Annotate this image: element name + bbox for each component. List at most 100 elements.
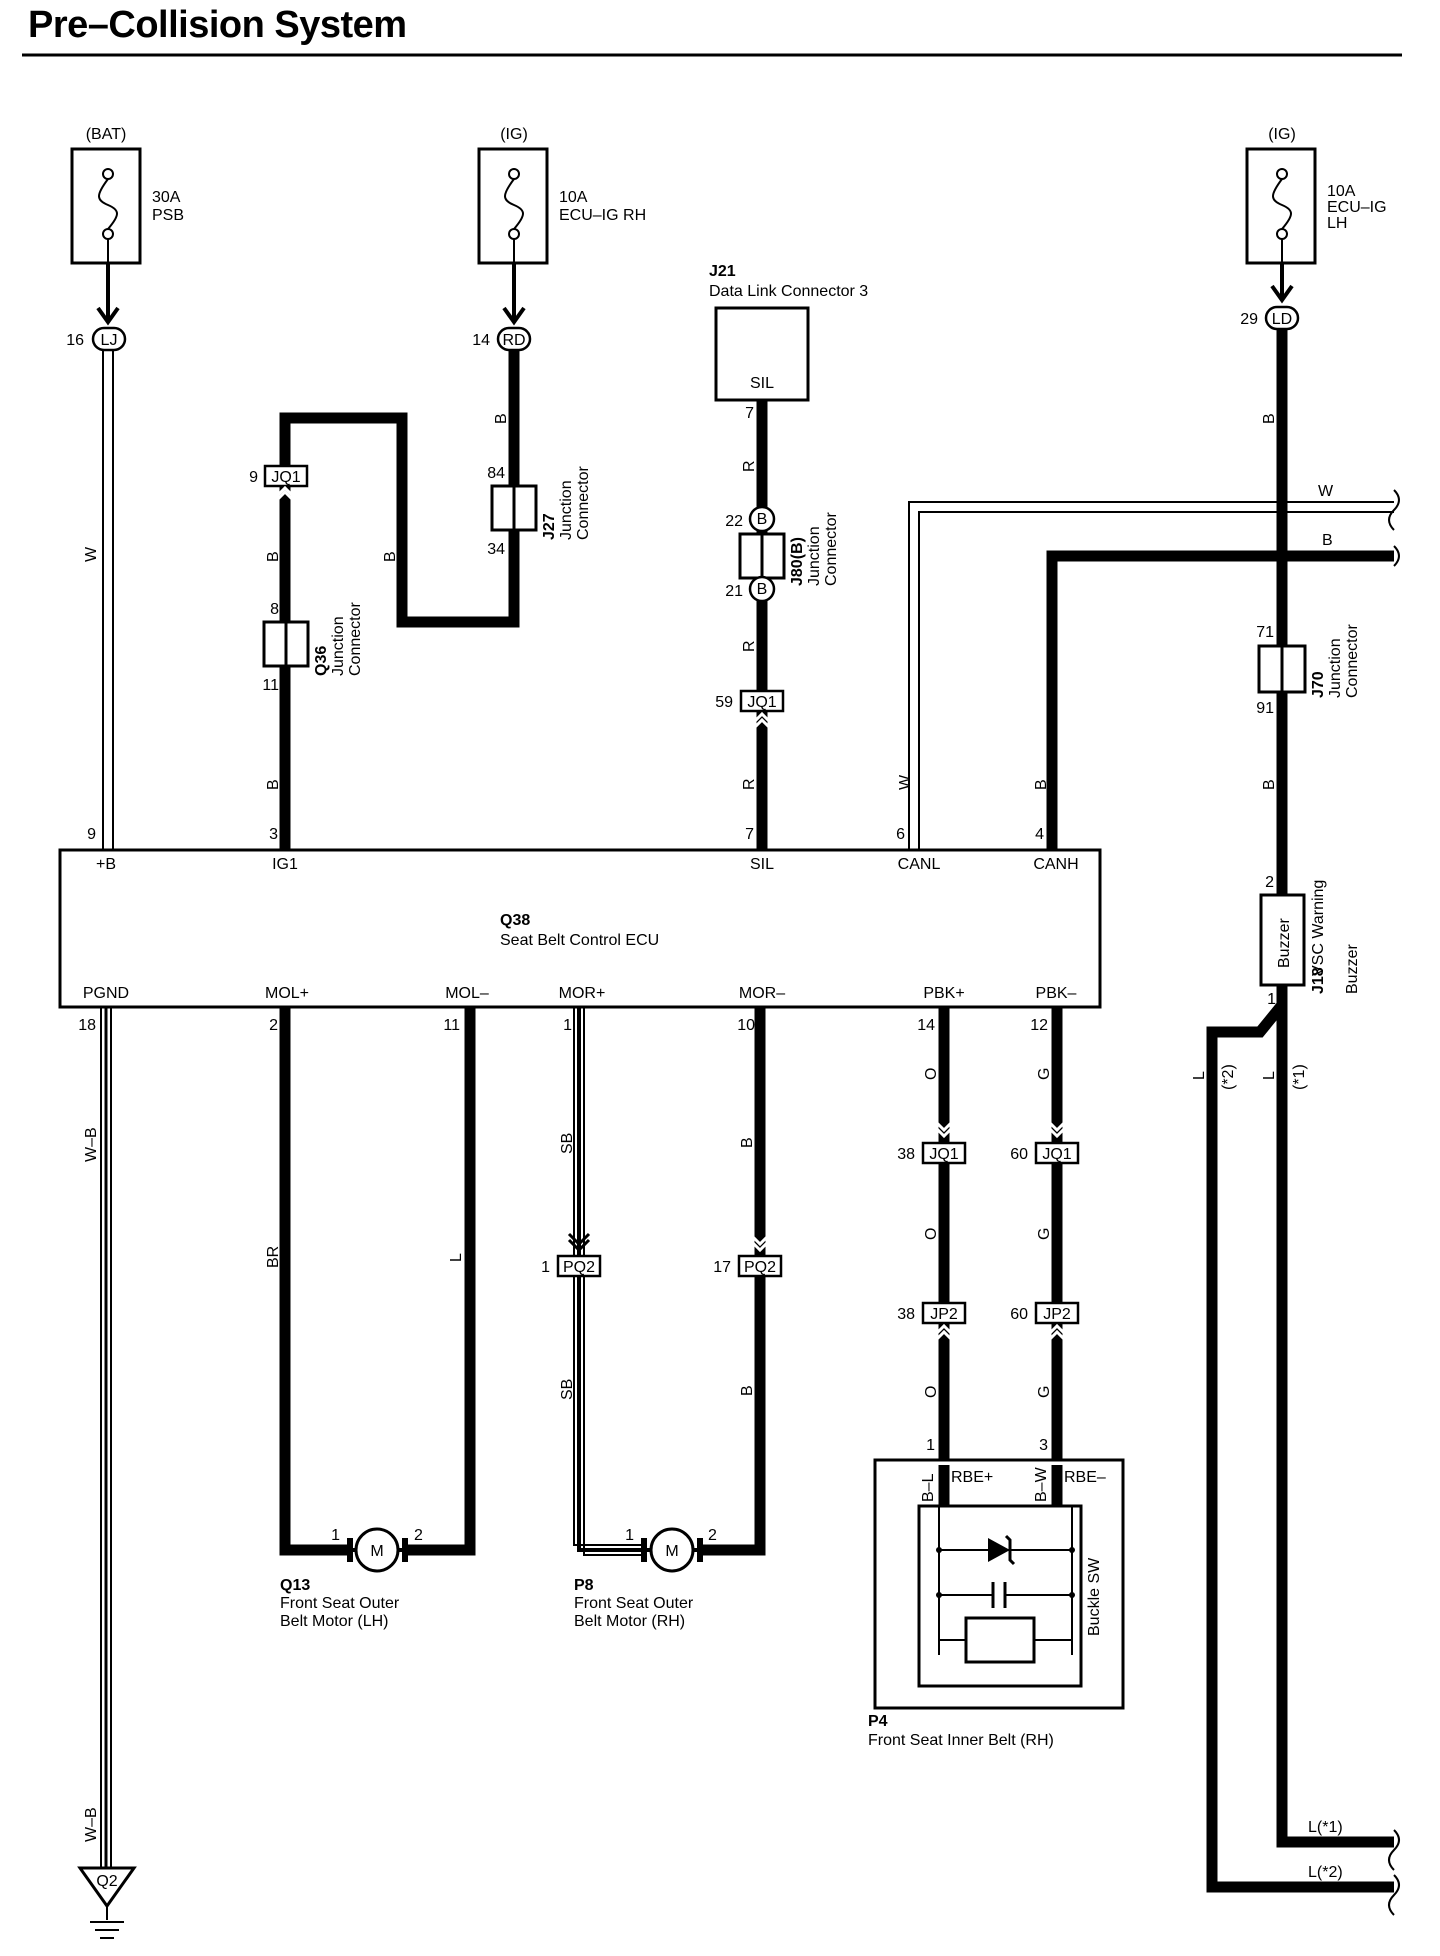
fuse-psb-amp: 30A (152, 189, 181, 206)
fuse-rh-amp: 10A (559, 189, 588, 206)
conn-rd-pin: 14 (472, 332, 490, 349)
motor-q13-pin2: 2 (414, 1527, 423, 1544)
wc-can-w: W (1318, 483, 1334, 500)
conn-rd-name: RD (502, 332, 525, 349)
buzzer-pin-top: 2 (1265, 874, 1274, 891)
conn-lj-name: LJ (101, 332, 118, 349)
ecu-term-pbk-plus: PBK+ (923, 985, 964, 1002)
conn-jq1-60-name: JQ1 (1042, 1146, 1071, 1163)
motor-q13-symbol: M (370, 1543, 383, 1560)
arrow-ld (1270, 263, 1294, 304)
wc-o-pbk3: O (923, 1386, 940, 1398)
ecu-box (58, 848, 1102, 1009)
ecu-pin-pgnd: 18 (78, 1017, 96, 1034)
j27-pin-bot: 34 (487, 541, 505, 558)
motor-p8-pin2: 2 (708, 1527, 717, 1544)
wc-l1: L (1261, 1071, 1278, 1080)
buckle-t2: RBE– (1064, 1469, 1106, 1486)
wc-b-j70: B (1261, 779, 1278, 790)
wc-can-b: B (1322, 532, 1333, 549)
page-title: Pre–Collision System (28, 4, 407, 46)
buzzer-line1: VSC Warning (1310, 880, 1327, 976)
ecu-pin-mol-neg: 11 (443, 1017, 460, 1034)
ecu-term-pbk-neg: PBK– (1036, 985, 1077, 1002)
j80-id: J80(B) (789, 537, 806, 586)
conn-jq1-9-name: JQ1 (271, 469, 300, 486)
buckle-pin1: 1 (926, 1437, 935, 1454)
ecu-term-mor-plus: MOR+ (559, 985, 606, 1002)
wire-break-marks (1388, 489, 1400, 1916)
buzzer-label: Buzzer (1276, 918, 1293, 968)
power-ig-rh: (IG) (500, 126, 528, 143)
motor-p8-line1: Front Seat Outer (574, 1595, 694, 1612)
dlc-pin: 7 (745, 405, 754, 422)
fuse-lh-name2: LH (1327, 215, 1347, 232)
motor-q13-id: Q13 (280, 1577, 310, 1594)
wire-pgnd-wb (100, 1000, 112, 1870)
buzzer-line2: Buzzer (1344, 944, 1361, 994)
conn-jq1-59 (739, 689, 785, 732)
ecu-pin-mor-neg: 10 (737, 1017, 755, 1034)
buckle-w2: B–W (1033, 1466, 1050, 1502)
ecu-term-canl: CANL (898, 856, 941, 873)
q36-id: Q36 (313, 646, 330, 676)
dlc-terminal: SIL (750, 375, 774, 392)
fuse-lh-name1: ECU–IG (1327, 199, 1387, 216)
ecu-term-ig1: IG1 (272, 856, 298, 873)
conn-pq2-17-pin: 17 (713, 1259, 731, 1276)
conn-jp2-60-name: JP2 (1043, 1306, 1071, 1323)
wc-sb-mor2: SB (559, 1379, 576, 1400)
ground-q2 (77, 1866, 137, 1939)
ecu-pin-mor-plus: 1 (563, 1017, 572, 1034)
buzzer-box (1259, 893, 1306, 987)
wc-w-bat: W (83, 546, 100, 562)
motor-p8-line2: Belt Motor (RH) (574, 1613, 685, 1630)
wc-note2: (*2) (1220, 1064, 1237, 1090)
wire-mol-neg (405, 1000, 476, 1556)
j27-id: J27 (541, 513, 558, 540)
motor-q13 (347, 1527, 408, 1573)
wc-g-pbk2: G (1036, 1228, 1053, 1240)
j27-pin-top: 84 (487, 465, 505, 482)
conn-jp2-60 (1034, 1301, 1080, 1344)
motor-p8 (641, 1527, 703, 1573)
wc-sb-mor1: SB (559, 1133, 576, 1154)
ecu-pin-canl: 6 (896, 826, 905, 843)
motor-p8-symbol: M (665, 1543, 678, 1560)
wire-bat-w (102, 350, 114, 850)
ecu-pin-pbk-neg: 12 (1030, 1017, 1048, 1034)
wire-color-labels: W B B B B R R R W B B B W–B W–B BR L SB … (83, 413, 1308, 1842)
ecu-term-canh: CANH (1033, 856, 1078, 873)
wc-r-dlc: R (741, 460, 758, 472)
conn-jq1-38 (921, 1118, 967, 1165)
wc-l-out1: L(*1) (1308, 1819, 1343, 1836)
buckle-pin3: 3 (1039, 1437, 1048, 1454)
j80-mark-top-label: B (757, 511, 768, 528)
ecu-pin-ig1: 3 (269, 826, 278, 843)
wire-l2 (1206, 1001, 1394, 1893)
conn-pq2-1 (556, 1232, 602, 1278)
conn-pq2-17 (737, 1232, 783, 1278)
motor-p8-id: P8 (574, 1577, 594, 1594)
power-bat: (BAT) (86, 126, 127, 143)
conn-jq1-9-pin: 9 (249, 469, 258, 486)
wc-g-pbk3: G (1036, 1386, 1053, 1398)
j70-pin-top: 71 (1256, 624, 1274, 641)
j80-mark-bot (748, 575, 776, 603)
wc-note1: (*1) (1291, 1064, 1308, 1090)
wire-mor-neg (700, 1000, 766, 1556)
conn-jq1-38-pin: 38 (897, 1146, 915, 1163)
buckle-w1: B–L (920, 1473, 937, 1502)
j27-line1: Junction (558, 480, 575, 540)
wc-g-pbk1: G (1036, 1068, 1053, 1080)
motor-q13-pin1: 1 (331, 1527, 340, 1544)
conn-jq1-60-pin: 60 (1010, 1146, 1028, 1163)
wc-b-mor1: B (739, 1137, 756, 1148)
wc-wb-gnd: W–B (83, 1127, 100, 1162)
dlc-id: J21 (709, 263, 736, 280)
motor-p8-pin1: 1 (625, 1527, 634, 1544)
ecu-id: Q38 (500, 912, 530, 929)
fuse-ecu-ig-lh (1245, 147, 1317, 265)
j80-mark-top (748, 505, 776, 533)
